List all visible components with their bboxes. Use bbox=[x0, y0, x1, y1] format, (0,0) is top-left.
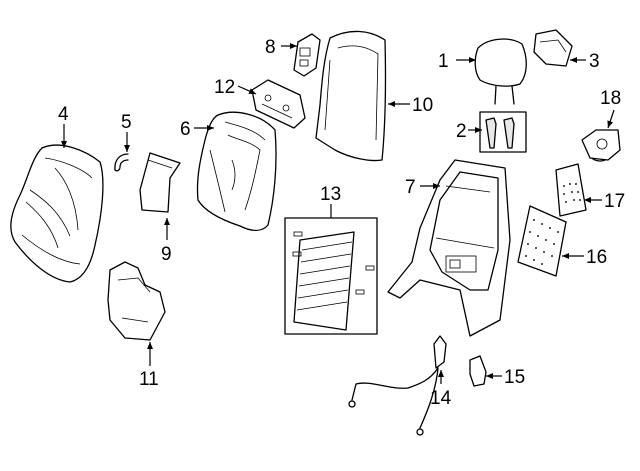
callout-8: 8 bbox=[265, 37, 276, 58]
seatback-frame bbox=[387, 159, 511, 337]
callout-3: 3 bbox=[589, 51, 600, 72]
seatback-cover bbox=[196, 111, 277, 232]
callout-2: 2 bbox=[456, 121, 467, 142]
bolts-group bbox=[479, 111, 527, 153]
leader-lines bbox=[61, 43, 615, 384]
seat-cushion-cover bbox=[10, 144, 104, 283]
recliner-mechanism bbox=[581, 129, 621, 162]
callout-18: 18 bbox=[600, 88, 621, 109]
callout-7: 7 bbox=[405, 177, 416, 198]
lumbar-module bbox=[251, 79, 306, 129]
callout-4: 4 bbox=[58, 104, 69, 125]
large-pad bbox=[517, 205, 567, 277]
callout-5: 5 bbox=[121, 112, 132, 133]
callout-16: 16 bbox=[586, 247, 607, 268]
switch-bracket bbox=[293, 33, 321, 77]
callout-14: 14 bbox=[430, 388, 452, 409]
callout-15: 15 bbox=[504, 367, 525, 388]
headrest bbox=[474, 38, 527, 105]
back-panel bbox=[315, 30, 387, 162]
callout-10: 10 bbox=[412, 95, 433, 116]
callout-6: 6 bbox=[180, 119, 191, 140]
callout-9: 9 bbox=[161, 244, 172, 265]
callout-1: 1 bbox=[438, 51, 449, 72]
cable-assembly bbox=[348, 335, 447, 436]
side-trim-panel bbox=[107, 261, 166, 341]
callout-11: 11 bbox=[139, 369, 159, 390]
headrest-guide bbox=[533, 29, 573, 67]
callout-13: 13 bbox=[320, 184, 341, 205]
spring-mat-box bbox=[284, 217, 378, 335]
callout-17: 17 bbox=[604, 191, 625, 212]
heater-pad bbox=[139, 152, 181, 213]
clip bbox=[114, 153, 129, 172]
callout-12: 12 bbox=[214, 77, 235, 98]
small-bracket bbox=[469, 355, 487, 387]
small-pad bbox=[555, 163, 587, 217]
